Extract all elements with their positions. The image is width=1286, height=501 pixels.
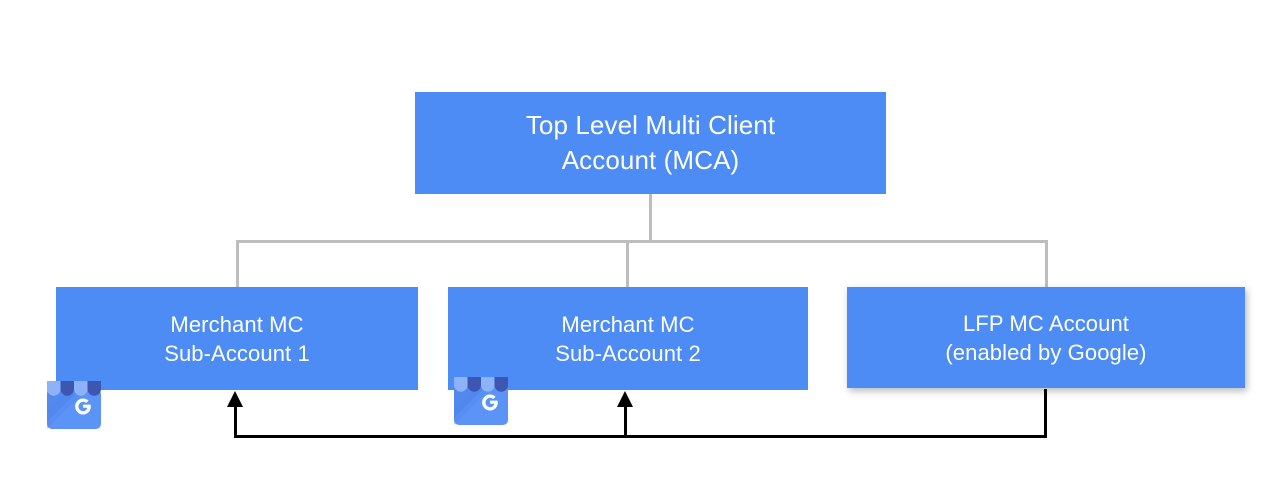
node-lfp-mc-account[interactable]: LFP MC Account (enabled by Google) (847, 287, 1245, 388)
feedback-line-riser-lfp (1044, 389, 1047, 438)
node-merchant-mc-sub-account-1-label: Merchant MC Sub-Account 1 (164, 311, 310, 366)
arrowhead-icon-sub-account-2 (617, 391, 633, 407)
node-top-level-mca[interactable]: Top Level Multi Client Account (MCA) (415, 92, 886, 194)
node-merchant-mc-sub-account-2[interactable]: Merchant MC Sub-Account 2 (448, 287, 808, 390)
node-top-level-mca-label: Top Level Multi Client Account (MCA) (525, 110, 776, 175)
connector-drop-sub-account-1 (236, 240, 239, 288)
google-business-profile-storefront-icon (38, 366, 110, 438)
node-merchant-mc-sub-account-1[interactable]: Merchant MC Sub-Account 1 (56, 287, 418, 390)
connector-top-stem (649, 194, 652, 242)
arrowhead-icon-sub-account-1 (227, 391, 243, 407)
node-lfp-mc-account-label: LFP MC Account (enabled by Google) (945, 310, 1147, 365)
feedback-line-horizontal (234, 435, 1047, 438)
google-business-profile-storefront-icon (445, 362, 517, 434)
connector-drop-lfp-account (1045, 240, 1048, 288)
feedback-line-to-sub-account-1 (234, 404, 237, 438)
node-merchant-mc-sub-account-2-label: Merchant MC Sub-Account 2 (555, 311, 701, 366)
connector-drop-sub-account-2 (626, 240, 629, 288)
feedback-line-to-sub-account-2 (624, 404, 627, 438)
connector-horizontal-bus (236, 240, 1048, 243)
